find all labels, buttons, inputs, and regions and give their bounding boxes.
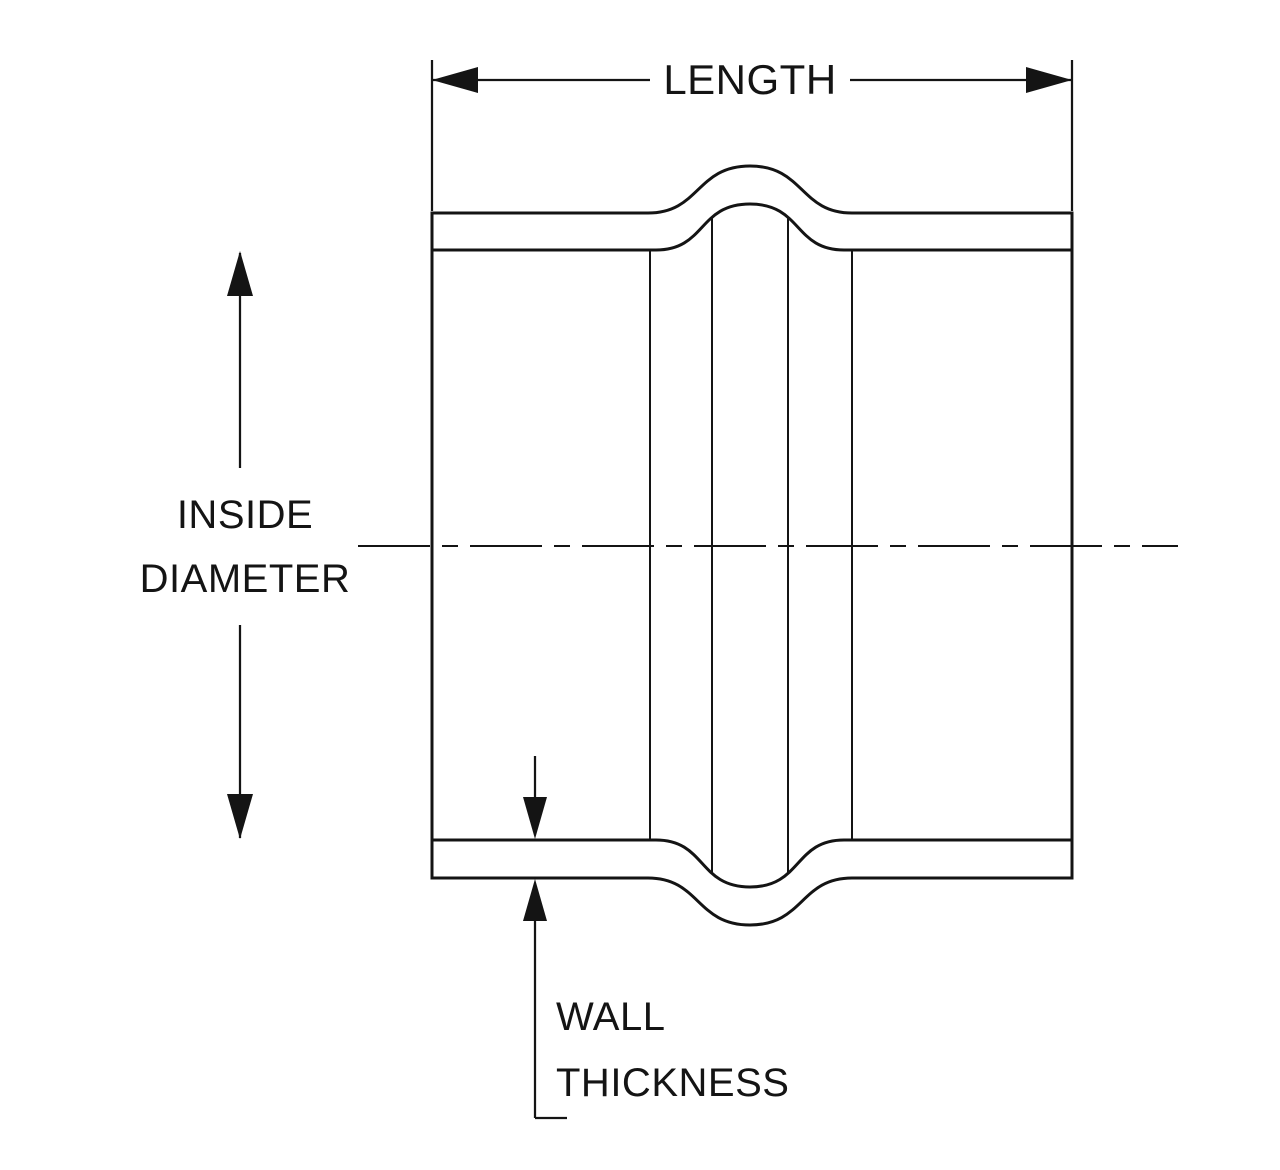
- wall-thickness-label-line1: WALL: [556, 995, 665, 1039]
- wall-thickness-arrow-up-icon: [523, 879, 547, 921]
- wall-thickness-dimension: WALL THICKNESS: [523, 756, 789, 1120]
- inside-diameter-label-line1: INSIDE: [177, 493, 313, 537]
- inside-diameter-arrow-up-icon: [227, 251, 253, 296]
- wall-thickness-label-line2: THICKNESS: [556, 1061, 789, 1105]
- coupler-body: [430, 164, 1074, 927]
- inside-diameter-arrow-down-icon: [227, 794, 253, 839]
- length-label: LENGTH: [663, 56, 836, 103]
- length-arrow-left-icon: [432, 67, 478, 93]
- wall-thickness-arrow-down-icon: [523, 797, 547, 839]
- inside-diameter-label-line2: DIAMETER: [140, 557, 351, 601]
- length-dimension: LENGTH: [430, 56, 1074, 211]
- inside-diameter-dimension: INSIDE DIAMETER: [140, 251, 351, 839]
- length-arrow-right-icon: [1026, 67, 1072, 93]
